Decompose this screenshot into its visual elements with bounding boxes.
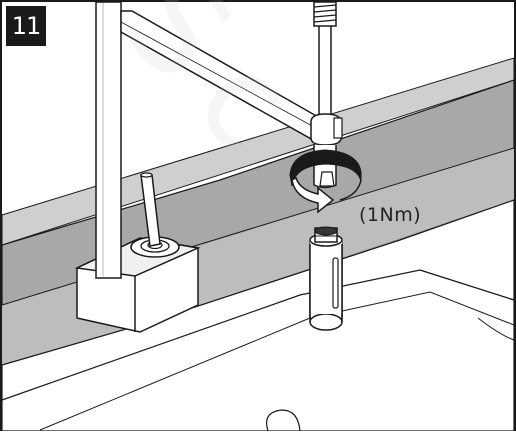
hose-thread bbox=[313, 1, 337, 27]
hose-clip-tab bbox=[333, 117, 343, 139]
sink-rim-inner bbox=[39, 291, 515, 431]
step-number-badge: 11 bbox=[6, 6, 46, 46]
handset-button bbox=[332, 257, 339, 309]
drain-circle bbox=[266, 409, 301, 432]
wall-band-top bbox=[1, 57, 515, 246]
handset-connector-hole bbox=[314, 226, 338, 236]
spout-arm-edge bbox=[120, 21, 317, 129]
torque-label: (1Nm) bbox=[359, 204, 422, 226]
rotate-arrow-icon bbox=[289, 149, 362, 214]
faucet-column bbox=[95, 1, 122, 279]
handset-bottom bbox=[309, 313, 343, 331]
sink-corner bbox=[419, 269, 515, 301]
lever-handle-tip bbox=[140, 172, 153, 178]
sink-edge-right bbox=[477, 317, 515, 341]
